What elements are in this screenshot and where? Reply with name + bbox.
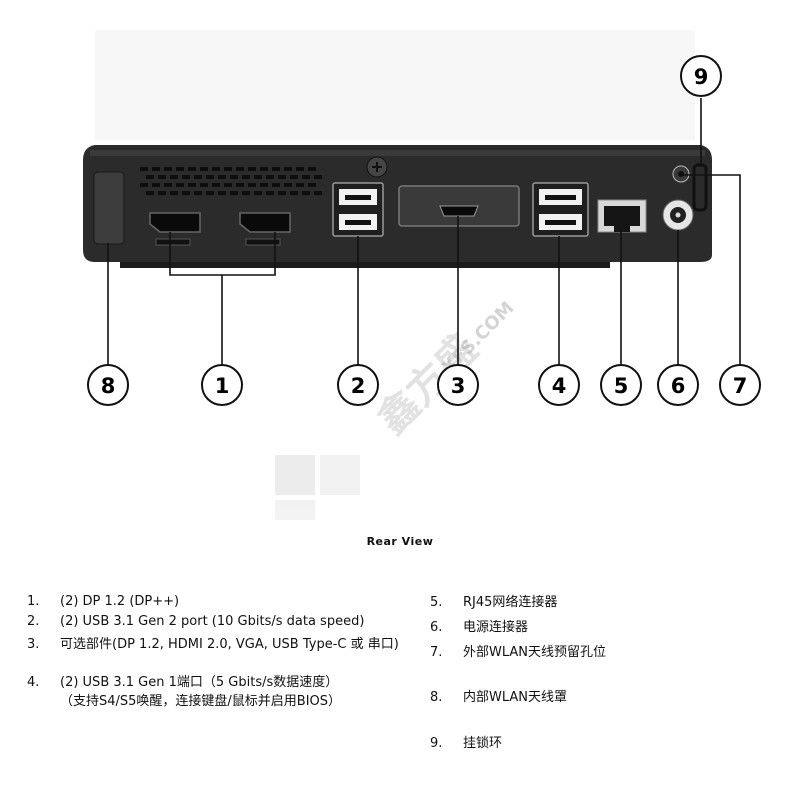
legend-number: 3.	[27, 637, 40, 652]
svg-text:9: 9	[694, 65, 709, 89]
legend-text: 外部WLAN天线预留孔位	[463, 645, 607, 660]
legend-number: 8.	[430, 690, 443, 705]
displayport-ports	[149, 212, 291, 246]
svg-text:5: 5	[614, 374, 629, 398]
background-panels	[95, 30, 695, 140]
legend-text: 挂锁环	[463, 736, 503, 751]
callout-1: 1	[201, 364, 243, 406]
figure-caption: Rear View	[366, 535, 434, 548]
svg-text:3: 3	[451, 374, 466, 398]
legend-text: RJ45网络连接器	[463, 595, 558, 610]
callout-2: 2	[337, 364, 379, 406]
legend-text: (2) DP 1.2 (DP++)	[60, 594, 180, 609]
callout-6: 6	[657, 364, 699, 406]
leader-lines	[107, 98, 741, 365]
legend-text-group: (2) USB 3.1 Gen 1端口（5 Gbits/s数据速度） （支持S4…	[60, 673, 341, 711]
thumbscrew	[366, 156, 388, 178]
legend-subtext: （支持S4/S5唤醒，连接键盘/鼠标并启用BIOS）	[60, 694, 342, 709]
legend-number: 2.	[27, 614, 40, 629]
legend-text: 可选部件(DP 1.2, HDMI 2.0, VGA, USB Type-C 或…	[60, 637, 399, 652]
rear-view-diagram: 鑫方盛 XFS.COM 1 2 3 4 5 6 7 8 9	[83, 30, 761, 520]
legend-text: 内部WLAN天线罩	[463, 690, 568, 705]
callout-7: 7	[719, 364, 761, 406]
antenna-knockout	[672, 165, 690, 183]
legend-text: (2) USB 3.1 Gen 2 port (10 Gbits/s data …	[60, 614, 365, 629]
padlock-loop	[692, 163, 708, 212]
rj45-port	[597, 199, 647, 233]
antenna-cover	[93, 171, 125, 245]
legend-text: 电源连接器	[463, 620, 529, 635]
callout-8: 8	[87, 364, 129, 406]
callout-9: 9	[680, 55, 722, 97]
svg-text:1: 1	[215, 374, 230, 398]
vent-grille	[140, 167, 322, 195]
callout-4: 4	[538, 364, 580, 406]
legend-number: 7.	[430, 645, 443, 660]
legend-number: 9.	[430, 736, 443, 751]
svg-text:6: 6	[671, 374, 686, 398]
legend-number: 5.	[430, 595, 443, 610]
svg-text:7: 7	[733, 374, 748, 398]
power-connector	[662, 199, 694, 231]
svg-text:4: 4	[552, 374, 567, 398]
svg-text:2: 2	[351, 374, 366, 398]
legend-number: 6.	[430, 620, 443, 635]
svg-text:8: 8	[101, 374, 116, 398]
callout-3: 3	[437, 364, 479, 406]
callout-5: 5	[600, 364, 642, 406]
legend-number: 4.	[27, 675, 40, 690]
optional-module-bay	[398, 185, 520, 227]
legend-text: (2) USB 3.1 Gen 1端口（5 Gbits/s数据速度）	[60, 675, 339, 690]
usb-gen1-ports	[532, 182, 589, 237]
legend-number: 1.	[27, 594, 40, 609]
usb-gen2-ports	[332, 182, 384, 237]
